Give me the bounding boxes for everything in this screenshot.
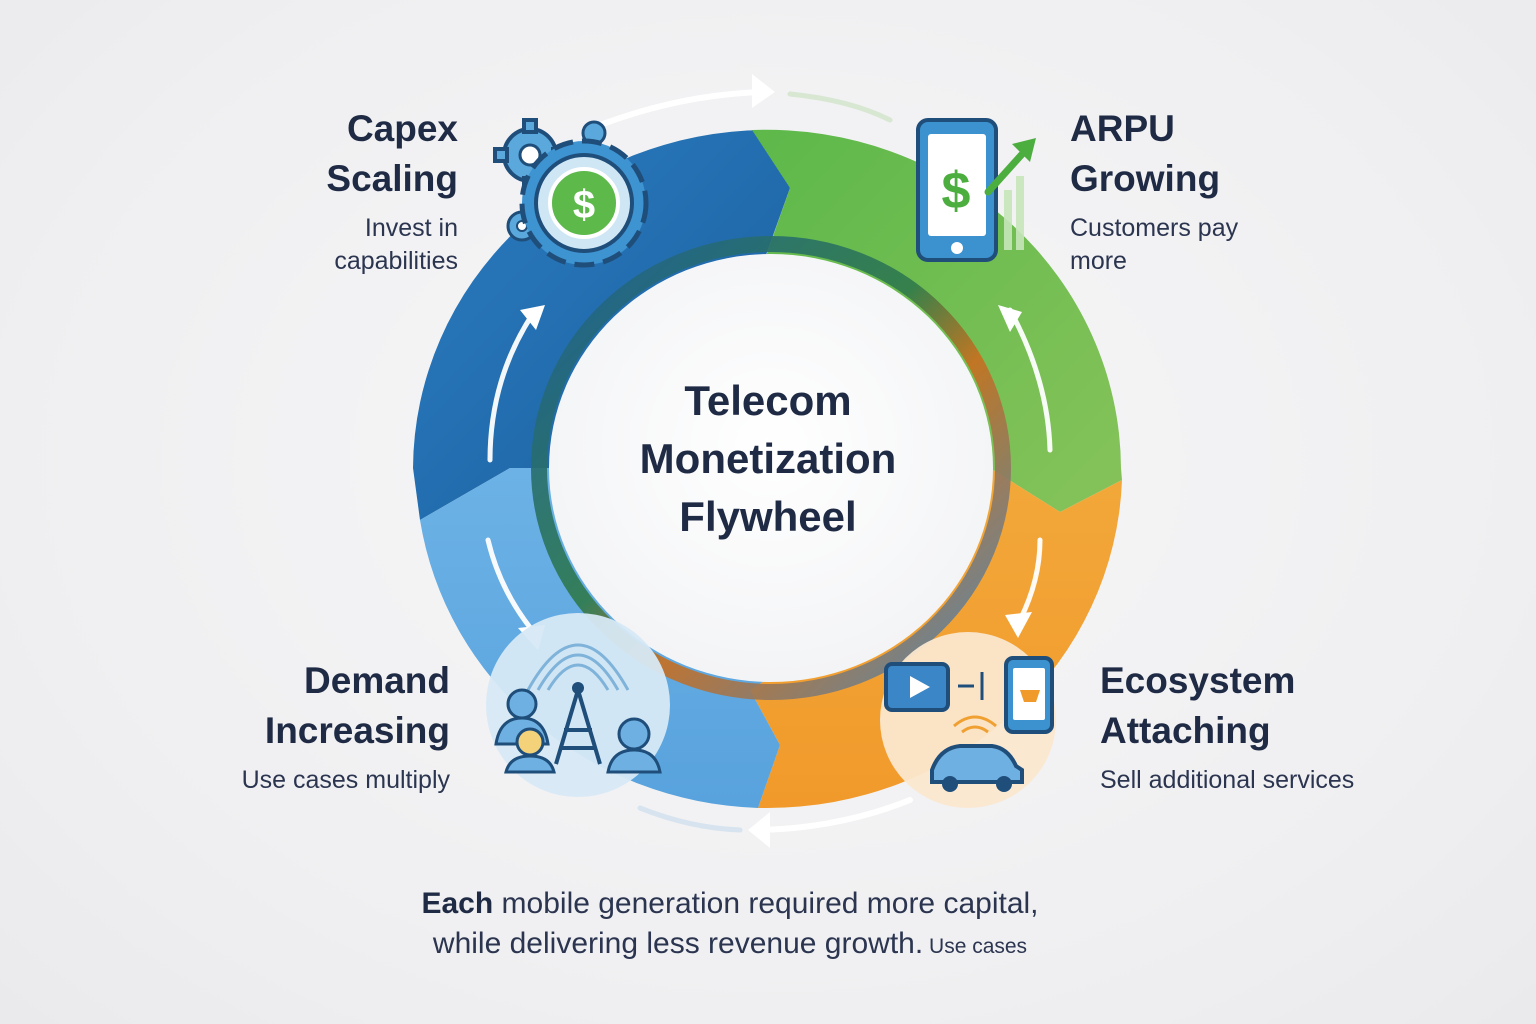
orbit-trail-bottom [637,805,743,833]
stage-ecosystem-title-line-1: Ecosystem [1100,660,1296,701]
center-disc [549,254,993,682]
orbit-arrowhead-top [752,74,775,108]
footer-bold-word: Each [421,887,494,920]
stage-demand-title-line-2: Increasing [264,710,450,751]
phone-dollar-growth-icon: $ [916,118,1036,262]
ecosystem-services-icon [880,632,1056,808]
stage-ecosystem-label: Ecosystem Attaching Sell additional serv… [1100,656,1420,797]
tower-users-icon [486,613,670,797]
stage-capex-label: Capex Scaling Invest in capabilities [200,104,458,278]
arrow-demand-down [485,537,535,633]
stage-arpu-title-line-1: ARPU [1070,108,1175,149]
gears-dollar-icon: $ [493,118,649,268]
orbit-trail-top [787,91,893,123]
arrowhead-eco [1005,612,1032,638]
footer-caption: Each mobile generation required more cap… [300,884,1160,967]
stage-arpu-title-line-2: Growing [1070,158,1221,199]
arrow-arpu-down [1007,307,1053,453]
flywheel-title-line-2: Monetization [639,435,897,482]
flywheel-title-line-3: Flywheel [679,493,857,540]
orbit-arrowhead-bottom [748,812,770,848]
inner-ring [531,236,1011,700]
stage-ecosystem-desc: Sell additional services [1100,766,1355,794]
orbit-arrow-top [597,89,763,128]
segment-ecosystem [750,468,1122,809]
stage-capex-title-line-1: Capex [346,108,458,149]
stage-capex-desc-line-2: capabilities [334,247,458,275]
stage-demand-label: Demand Increasing Use cases multiply [150,656,450,797]
footer-line-1: Each mobile generation required more cap… [300,884,1160,924]
arrow-capex-up [487,312,535,463]
stage-demand-title-line-1: Demand [304,660,450,701]
stage-arpu-desc-line-2: more [1070,247,1127,275]
orbit-arrow-bottom [757,797,913,833]
flywheel-title: Telecom Monetization Flywheel [568,372,968,546]
stage-demand-desc: Use cases multiply [241,766,450,794]
arrowhead-capex [520,305,545,330]
flywheel-title-line-1: Telecom [684,377,852,424]
footer-small-text: Use cases [923,935,1028,958]
stage-ecosystem-title-line-2: Attaching [1100,710,1271,751]
dollar-glyph: $ [942,162,971,220]
stage-capex-desc: Invest in capabilities [200,212,458,278]
arrow-eco-down [1017,537,1043,623]
dollar-glyph: $ [573,183,595,227]
footer-line-1-text: mobile generation required more capital, [493,887,1039,920]
footer-line-2-text: while delivering less revenue growth. [432,927,924,960]
orbit-arrows [597,74,913,848]
ring-flow-arrows [485,307,1053,633]
stage-capex-desc-line-1: Invest in [364,214,458,242]
stage-arpu-label: ARPU Growing Customers pay more [1070,104,1330,278]
stage-arpu-desc: Customers pay more [1070,212,1330,278]
arrowhead-arpu [998,305,1022,332]
footer-line-2: while delivering less revenue growth. Us… [300,924,1160,967]
stage-arpu-desc-line-1: Customers pay [1070,214,1239,242]
stage-capex-title-line-2: Scaling [326,158,458,199]
